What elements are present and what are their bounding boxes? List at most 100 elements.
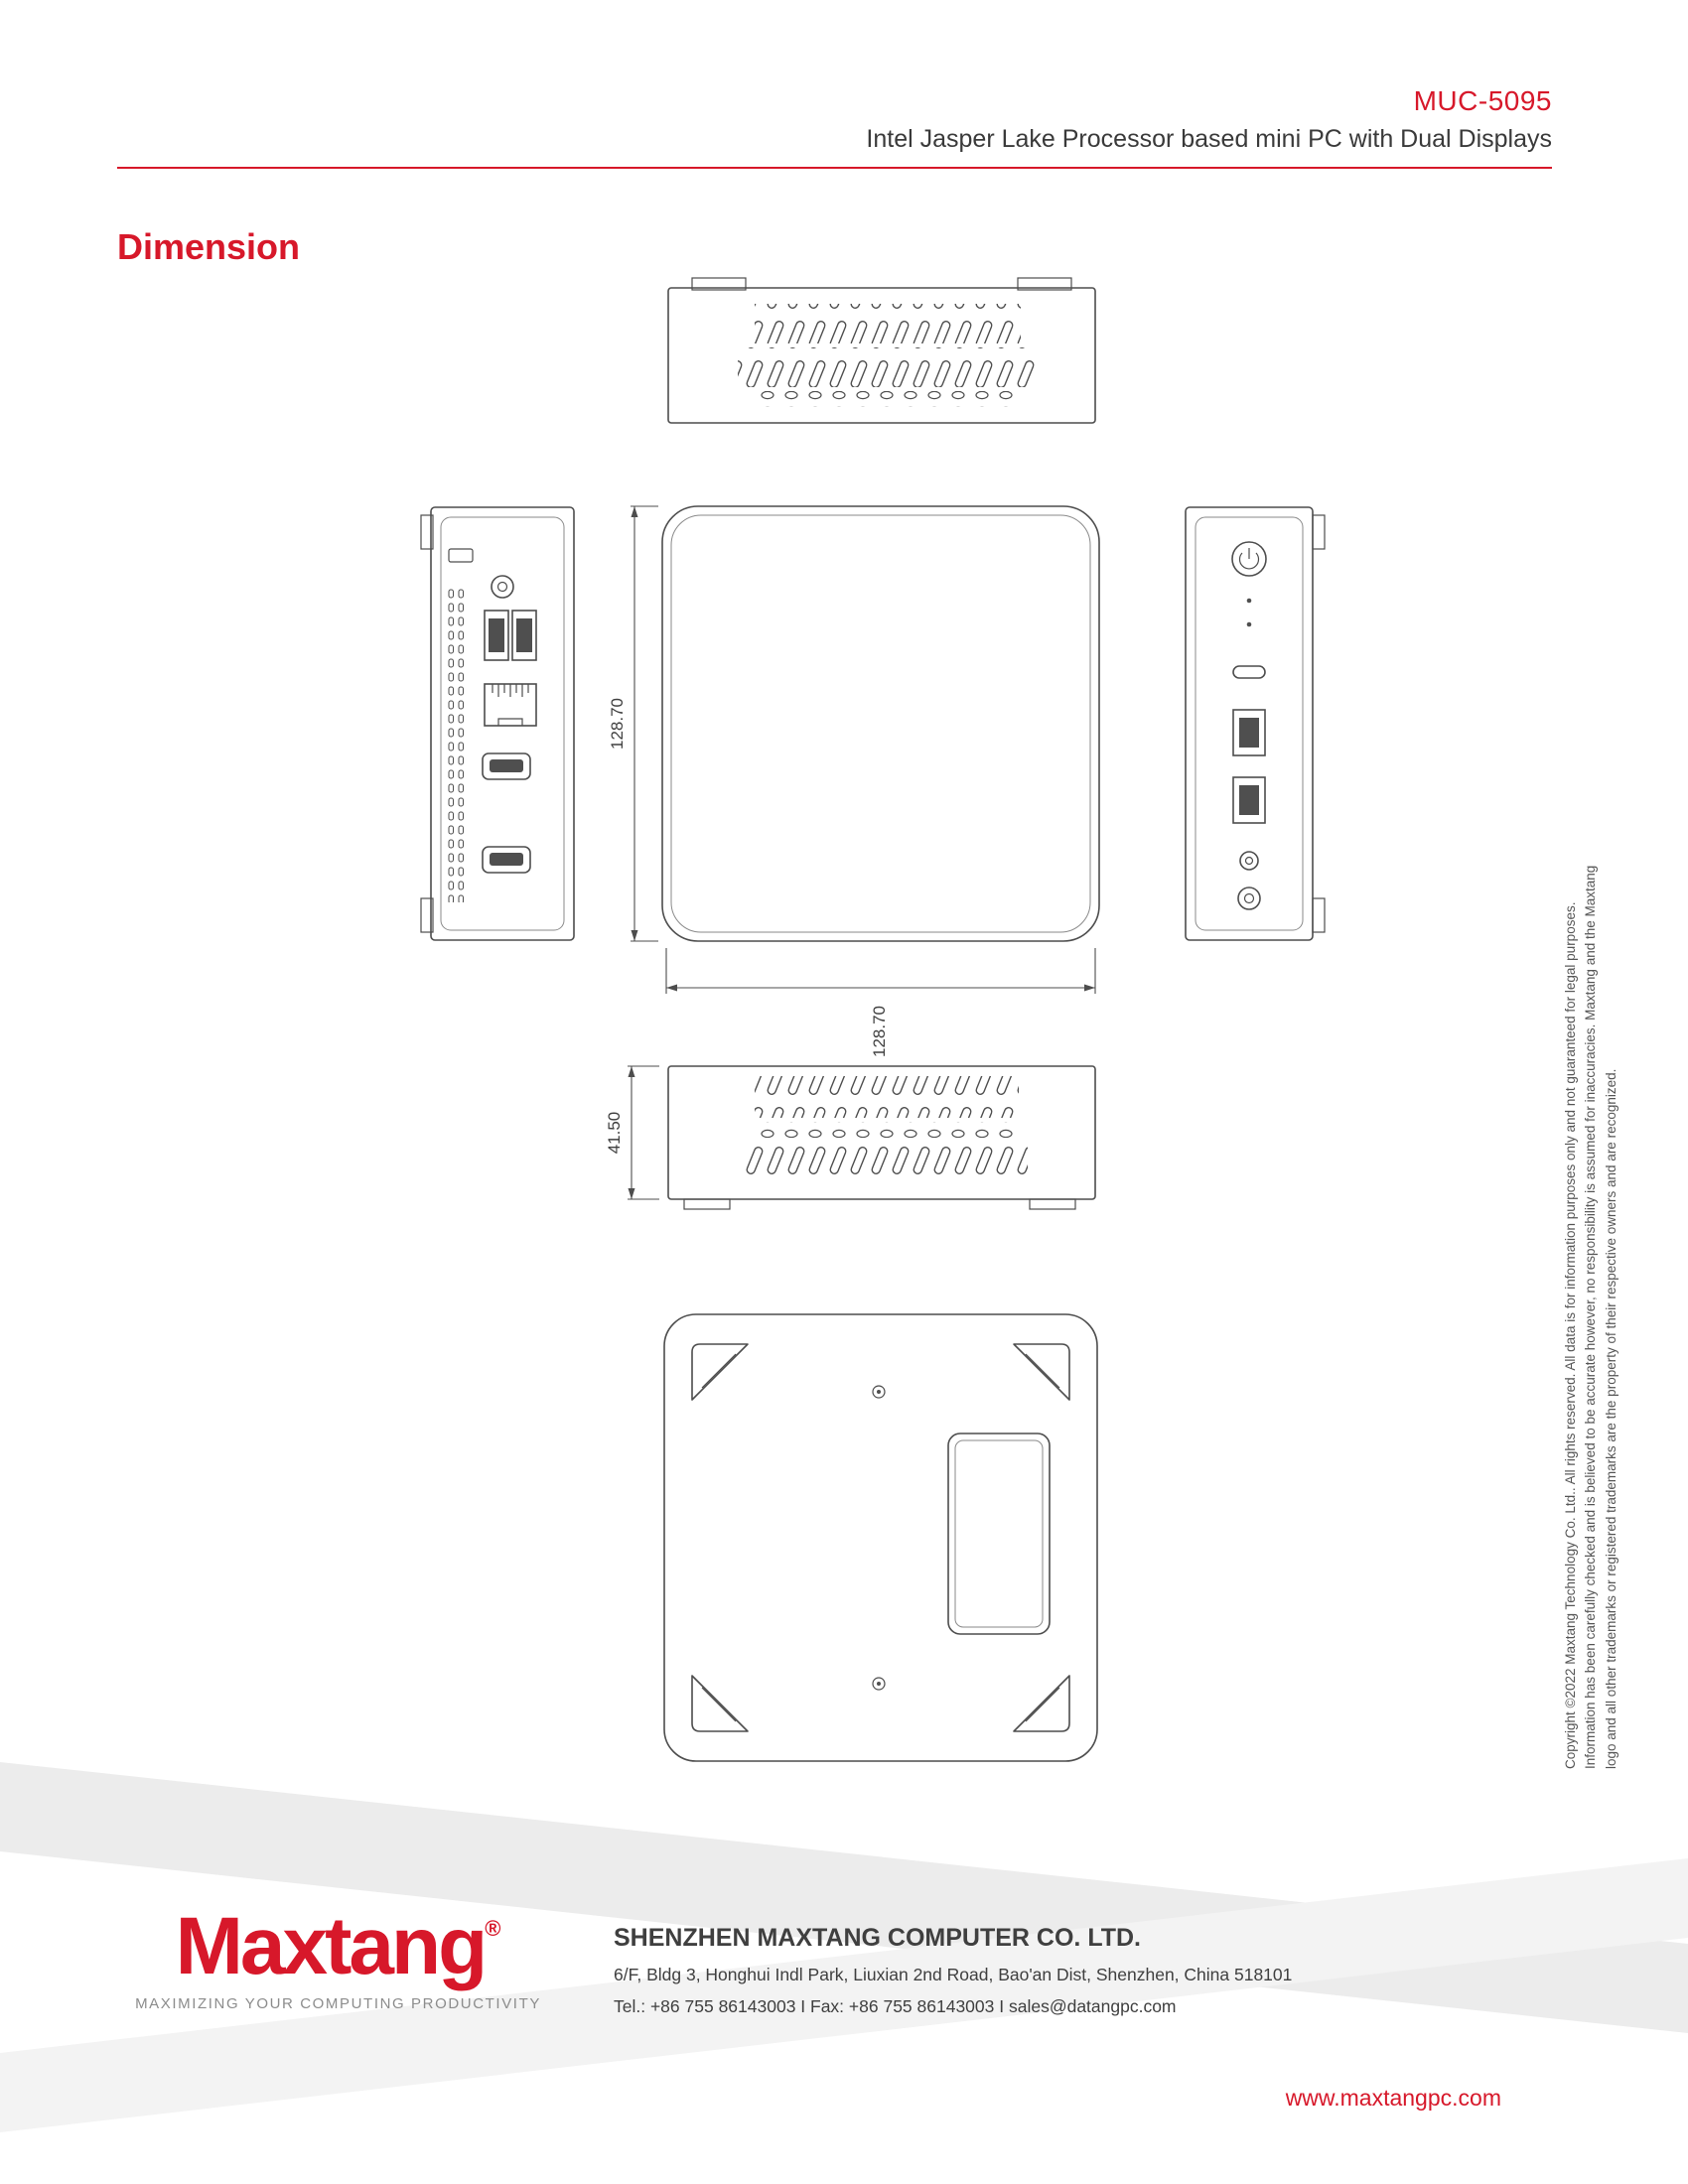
foot-triangle [1013, 1675, 1070, 1732]
ethernet-port [484, 683, 537, 727]
dim-width-label: 128.70 [870, 1006, 889, 1057]
company-info-block: SHENZHEN MAXTANG COMPUTER CO. LTD. 6/F, … [614, 1924, 1292, 2017]
foot-tab [1029, 1198, 1076, 1210]
mount-tab [420, 514, 434, 550]
rj45-notch [497, 718, 523, 726]
vent-slots [744, 1142, 1028, 1185]
company-name: SHENZHEN MAXTANG COMPUTER CO. LTD. [614, 1924, 1142, 1952]
extension-lines [665, 948, 1096, 994]
logo-wordmark: Maxtang [175, 1901, 489, 1991]
usb-port [1232, 709, 1266, 756]
arrowhead [666, 984, 677, 992]
mount-tab [691, 277, 747, 291]
mount-tab [1312, 514, 1326, 550]
audio-jack-pin [1243, 892, 1255, 904]
vent-slots [738, 347, 1036, 387]
maxtang-logo-block: Maxtang® MAXIMIZING YOUR COMPUTING PRODU… [117, 1901, 559, 2013]
power-button-icon [1231, 541, 1267, 577]
foot-inner-line [1025, 1353, 1060, 1389]
product-subtitle: Intel Jasper Lake Processor based mini P… [866, 125, 1552, 153]
usb-tongue [1239, 718, 1259, 748]
usb-port [1232, 776, 1266, 824]
chassis-outline [667, 287, 1096, 424]
hdmi-port [482, 846, 531, 874]
foot-inner-line [701, 1687, 737, 1722]
audio-jack [491, 575, 514, 599]
foot-tab [683, 1198, 731, 1210]
company-contact: Tel.: +86 755 86143003 I Fax: +86 755 86… [614, 1996, 1177, 2016]
dim-depth-label: 41.50 [605, 1112, 624, 1155]
left-side-view-drawing [420, 506, 575, 941]
usb-tongue [489, 618, 504, 652]
right-side-view-drawing [1185, 506, 1326, 941]
foot-triangle [691, 1675, 749, 1732]
usb-tongue [1239, 785, 1259, 815]
copyright-note: Copyright ©2022 Maxtang Technology Co. L… [1563, 865, 1618, 1769]
indicator-slot [448, 548, 474, 563]
led-indicator [1246, 598, 1252, 604]
vent-slots [755, 304, 1021, 343]
vent-hole-columns [445, 587, 465, 902]
audio-jack-pin [1244, 856, 1254, 866]
vent-side-view-drawing [667, 1065, 1096, 1210]
arrowhead [631, 506, 638, 517]
audio-jack [1237, 887, 1261, 910]
header-divider [117, 167, 1552, 169]
lid-outline [670, 514, 1091, 933]
arrowhead [628, 1188, 635, 1199]
panel-outline [440, 516, 565, 931]
chassis-outline [1185, 506, 1314, 941]
company-address: 6/F, Bldg 3, Honghui Indl Park, Liuxian … [614, 1965, 1293, 1984]
arrowhead [631, 930, 638, 941]
screw-hole [872, 1677, 886, 1691]
arrowhead [1084, 984, 1095, 992]
dim-height-label: 128.70 [608, 698, 627, 750]
usb-tongue [516, 618, 532, 652]
chassis-outline [430, 506, 575, 941]
screw-hole-center [877, 1682, 881, 1686]
vent-holes [752, 391, 1022, 407]
audio-jack [1239, 851, 1259, 871]
hdmi-tongue [490, 759, 523, 772]
chassis-outline [663, 1313, 1098, 1762]
foot-inner-line [1025, 1687, 1060, 1722]
rj45-pins [492, 684, 529, 697]
usb-port [484, 610, 509, 661]
front-view-drawing [661, 505, 1100, 942]
mount-tab [1312, 897, 1326, 933]
bottom-view-drawing [663, 1313, 1098, 1762]
maxtang-logo: Maxtang® [117, 1901, 559, 1991]
access-panel-inner [954, 1439, 1044, 1628]
depth-dimension: 41.50 [605, 1065, 659, 1200]
hdmi-tongue [490, 853, 523, 866]
rubber-feet [691, 1343, 1070, 1732]
chassis-outline [667, 1065, 1096, 1200]
logo-tagline: MAXIMIZING YOUR COMPUTING PRODUCTIVITY [135, 1995, 541, 2013]
width-dimension: 128.70 [665, 948, 1096, 1057]
top-view-drawing [667, 277, 1096, 424]
foot-inner-line [701, 1353, 737, 1389]
extension-ticks [628, 1065, 659, 1200]
usb-port [511, 610, 537, 661]
led-indicator [1246, 621, 1252, 627]
registered-mark: ® [485, 1916, 501, 1941]
arrowhead [628, 1066, 635, 1077]
mount-tab [1017, 277, 1072, 291]
access-panel [947, 1433, 1051, 1635]
section-title: Dimension [117, 226, 301, 267]
company-website-link[interactable]: www.maxtangpc.com [1285, 2085, 1501, 2111]
screw-hole [872, 1385, 886, 1399]
hdmi-ports [482, 752, 531, 874]
mount-tab [420, 897, 434, 933]
height-dimension: 128.70 [608, 505, 658, 942]
usb-c-port [1232, 665, 1266, 679]
foot-triangle [1013, 1343, 1070, 1401]
usb-ports [484, 610, 537, 661]
vent-holes [760, 1122, 1014, 1138]
product-model: MUC-5095 [1413, 85, 1552, 116]
panel-outline [1195, 516, 1304, 931]
vent-slots [755, 1076, 1019, 1118]
hdmi-port [482, 752, 531, 780]
foot-triangle [691, 1343, 749, 1401]
